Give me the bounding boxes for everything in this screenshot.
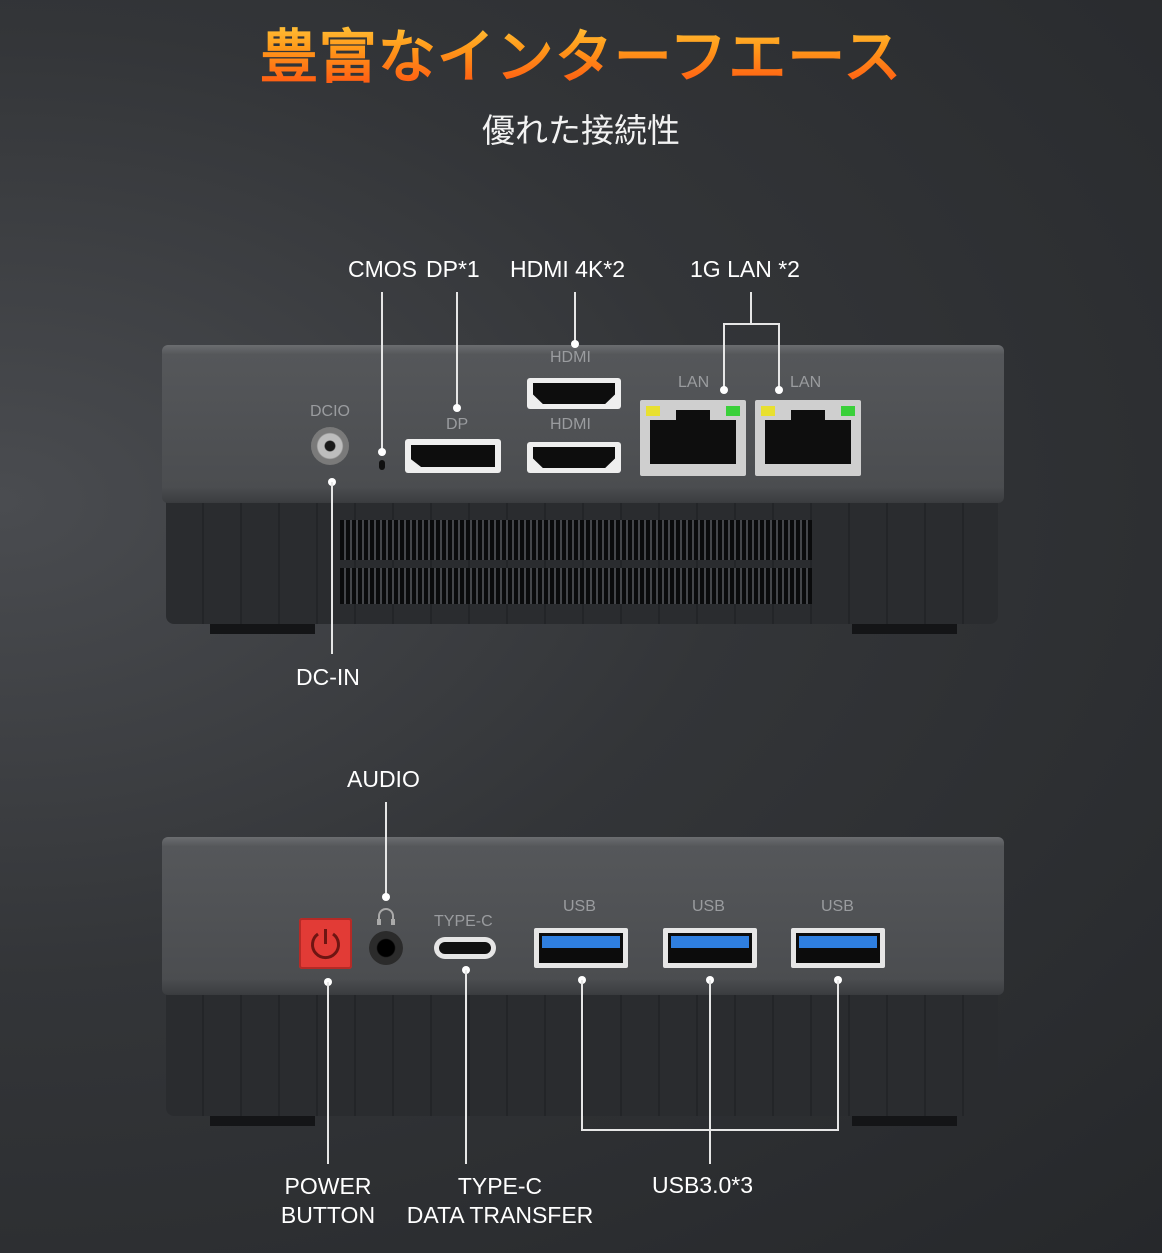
cmos-reset-hole <box>379 460 385 470</box>
dcio-port-label: DCIO <box>310 403 350 420</box>
lan-callout: 1G LAN *2 <box>690 256 800 282</box>
lan-port-1 <box>640 400 746 476</box>
usb-3-port-label: USB <box>821 898 854 915</box>
headphone-icon <box>377 908 395 925</box>
displayport <box>405 439 501 473</box>
front-port-panel <box>162 837 1004 995</box>
lan-leader-bar <box>723 323 780 325</box>
lan-1-leader-line <box>723 323 725 389</box>
usb-port-3 <box>791 928 885 968</box>
usb-leader-bar <box>581 1129 839 1131</box>
led-green-icon <box>841 406 855 416</box>
dc-in-leader-line <box>331 482 333 654</box>
power-callout-line1: POWER <box>284 1173 372 1199</box>
usb-1-port-label: USB <box>563 898 596 915</box>
hdmi-port-top <box>527 378 621 409</box>
usb-port-2 <box>663 928 757 968</box>
lan-1-leader-dot <box>720 386 728 394</box>
lan-2-leader-line <box>778 323 780 389</box>
page-subtitle: 優れた接続性 <box>482 111 680 150</box>
lan-leader-stem <box>750 292 752 324</box>
audio-leader-line <box>385 802 387 896</box>
dc-in-port <box>311 427 349 465</box>
usb-callout: USB3.0*3 <box>652 1172 754 1198</box>
typec-leader-line <box>465 970 467 1164</box>
power-leader-line <box>327 982 329 1164</box>
cmos-leader-line <box>381 292 383 452</box>
audio-callout: AUDIO <box>347 766 420 792</box>
led-green-icon <box>726 406 740 416</box>
dp-leader-line <box>456 292 458 408</box>
dp-callout: DP*1 <box>426 256 480 282</box>
audio-leader-dot <box>382 893 390 901</box>
typec-callout-line2: DATA TRANSFER <box>406 1202 594 1228</box>
usb-2-port-label: USB <box>692 898 725 915</box>
hdmi-port-bottom <box>527 442 621 473</box>
hdmi-callout: HDMI 4K*2 <box>510 256 626 282</box>
lan-port-2 <box>755 400 861 476</box>
usb-2-leader-line <box>709 980 711 1164</box>
led-yellow-icon <box>761 406 775 416</box>
usb-port-1 <box>534 928 628 968</box>
dc-in-callout: DC-IN <box>296 664 360 690</box>
cmos-callout: CMOS <box>348 256 417 282</box>
hdmi-leader-line <box>574 292 576 344</box>
power-icon <box>311 929 340 960</box>
rear-vent-grille <box>340 520 812 604</box>
dp-leader-dot <box>453 404 461 412</box>
dp-port-label: DP <box>446 416 469 433</box>
typec-port <box>434 937 496 959</box>
typec-callout-line1: TYPE-C <box>457 1173 543 1199</box>
lan-1-port-label: LAN <box>678 374 710 391</box>
typec-port-label: TYPE-C <box>434 913 493 930</box>
cmos-leader-dot <box>378 448 386 456</box>
hdmi-leader-dot <box>571 340 579 348</box>
audio-jack <box>369 931 403 965</box>
lan-2-leader-dot <box>775 386 783 394</box>
lan-2-port-label: LAN <box>790 374 822 391</box>
rear-device: DCIO DP HDMI HDMI LAN LAN CMOS DP*1 HDMI… <box>162 256 1004 690</box>
page-title: 豊富なインターフエース <box>0 10 1162 94</box>
usb-1-leader-line <box>581 980 583 1130</box>
rear-port-panel <box>162 345 1004 503</box>
power-callout-line2: BUTTON <box>280 1202 376 1228</box>
hdmi-bottom-port-label: HDMI <box>550 416 591 433</box>
led-yellow-icon <box>646 406 660 416</box>
typec-callout: TYPE-C DATA TRANSFER <box>390 1172 610 1230</box>
hdmi-top-port-label: HDMI <box>550 349 591 366</box>
power-button-callout: POWER BUTTON <box>268 1172 388 1230</box>
power-button <box>299 918 352 969</box>
usb-3-leader-line <box>837 980 839 1130</box>
